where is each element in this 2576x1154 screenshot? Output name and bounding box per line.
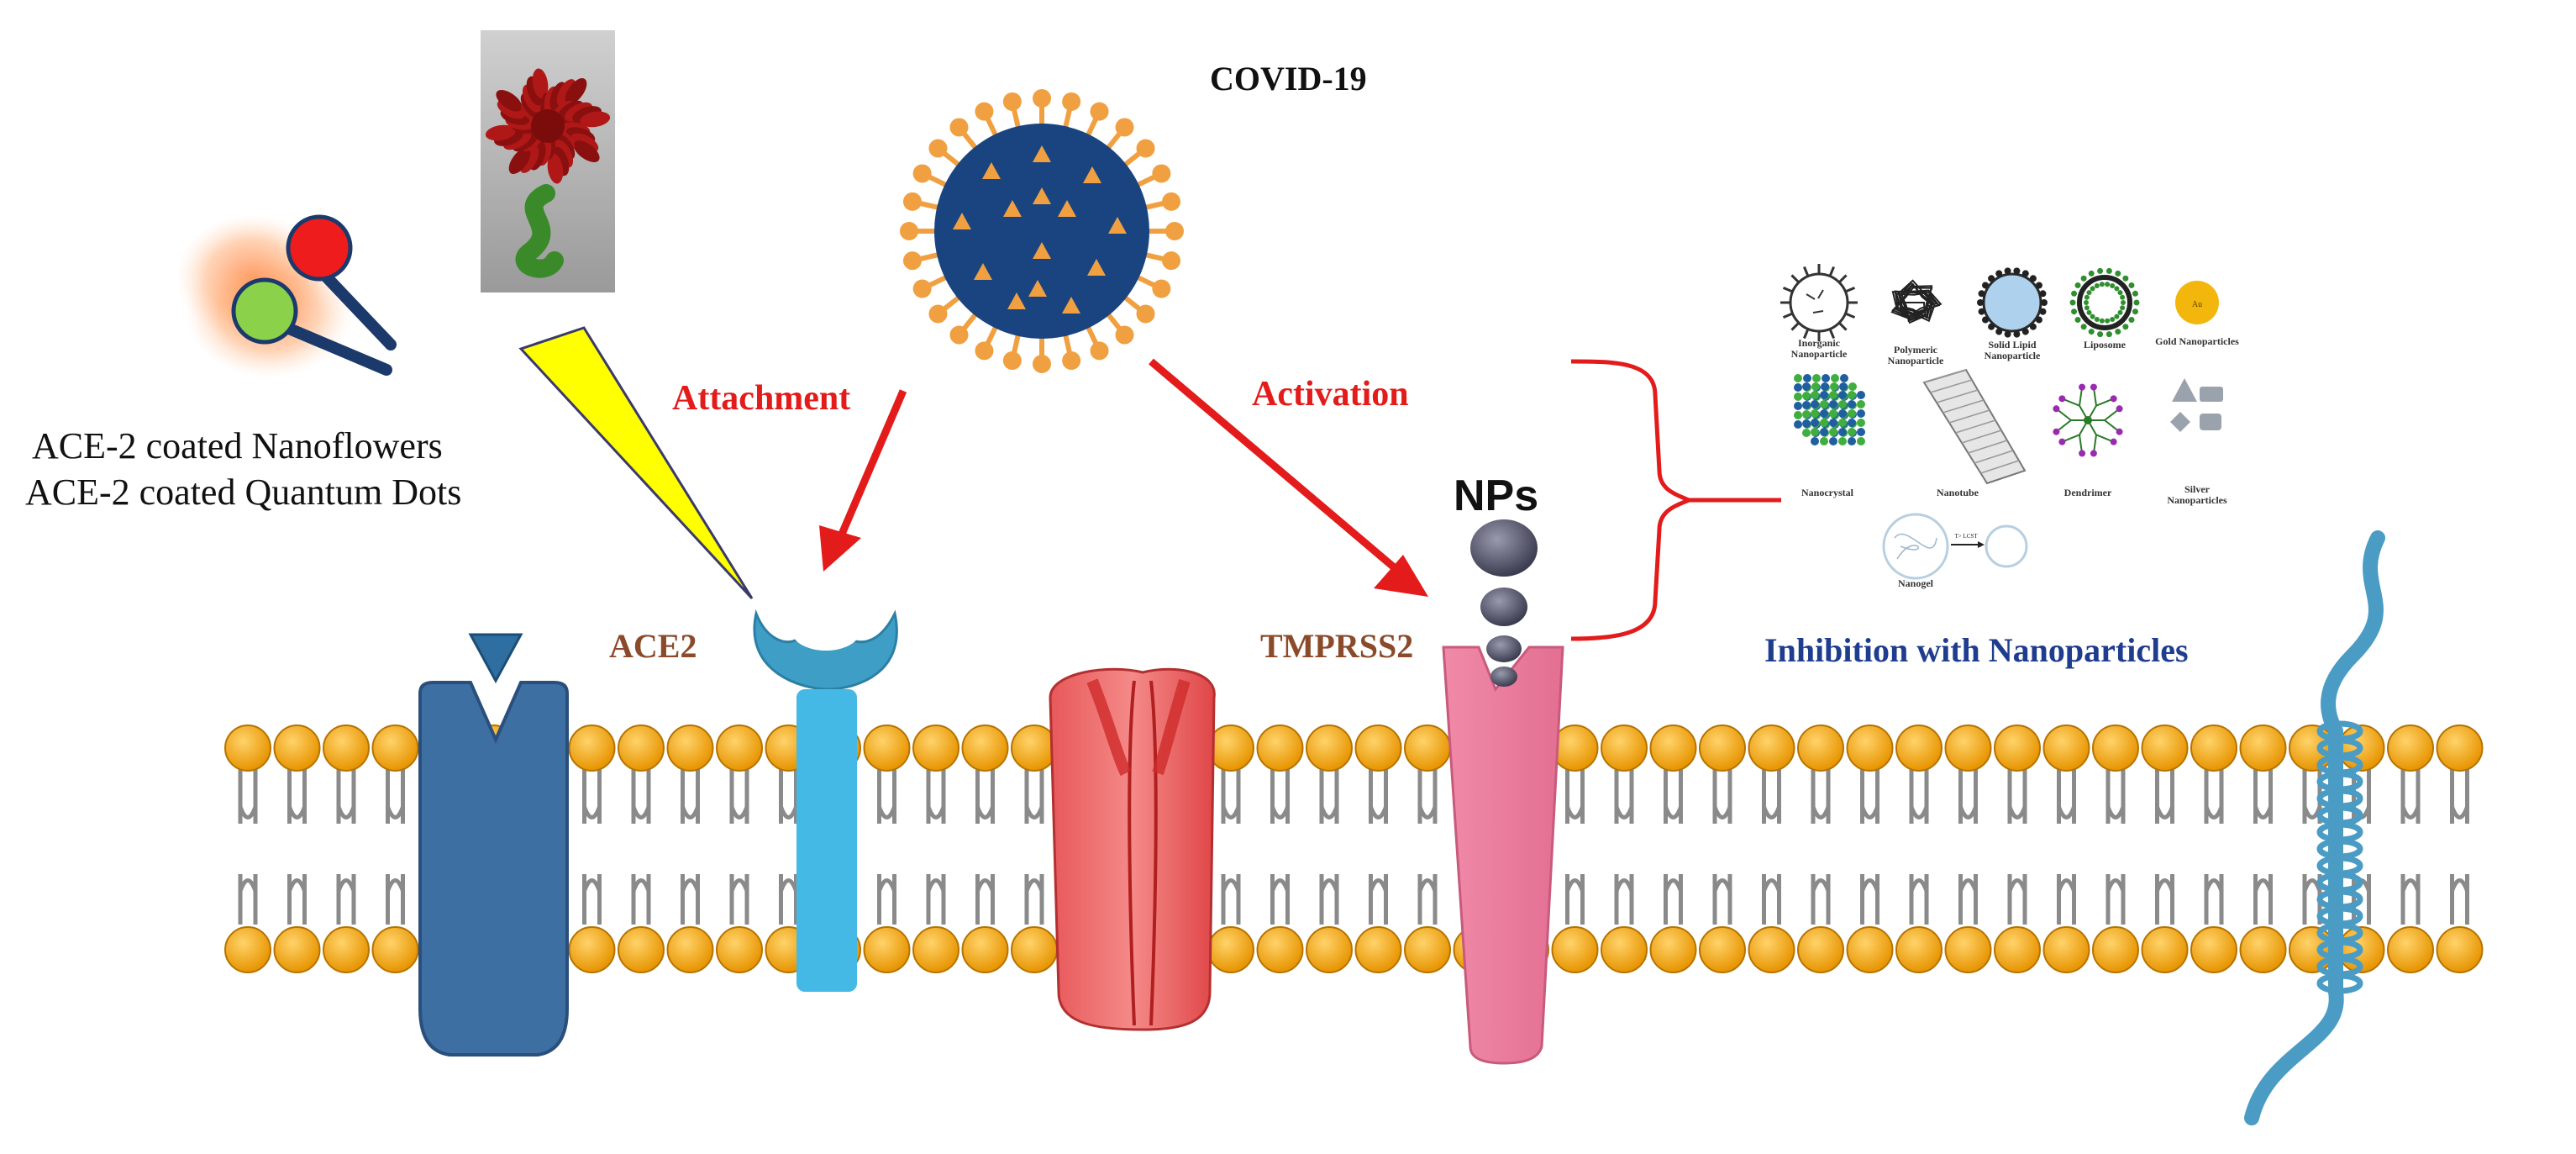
- quantum-dots: [176, 214, 397, 378]
- focus-cone: [518, 326, 754, 600]
- nanotube-icon: [1922, 368, 2027, 485]
- silver-nanoparticle-icon: [2170, 378, 2223, 432]
- ion-channel: [1049, 667, 1216, 1031]
- attachment-arrow: [819, 389, 907, 572]
- receptor-protein-dark: [418, 633, 569, 1057]
- tmprss2-label: TMPRSS2: [1260, 627, 1414, 665]
- activation-arrow: [1149, 358, 1428, 597]
- svg-text:Au: Au: [2192, 300, 2202, 309]
- nanogel-icon: T> LCST: [1882, 513, 2028, 580]
- activation-label: Activation: [1252, 375, 1409, 414]
- nanotube-caption: Nanotube: [1936, 487, 1979, 498]
- nanoflowers-label: ACE-2 coated Nanoflowers: [32, 425, 443, 466]
- nanoparticle-spheres: [1470, 519, 1538, 687]
- nanocrystal-icon: [1794, 374, 1865, 445]
- attachment-label: Attachment: [672, 379, 851, 418]
- ace2-receptor: [753, 609, 898, 992]
- gold-nanoparticle-icon: Au: [2175, 281, 2219, 324]
- nanoflower-image: [481, 30, 615, 292]
- nps-label: NPs: [1454, 472, 1539, 520]
- polymeric-caption: Polymeric Nanoparticle: [1887, 344, 1944, 366]
- gold-caption: Gold Nanoparticles: [2155, 335, 2239, 347]
- inorganic-caption: Inorganic Nanoparticle: [1790, 337, 1848, 360]
- ace2-label: ACE2: [609, 627, 697, 665]
- liposome-caption: Liposome: [2083, 339, 2126, 350]
- inorganic-nanoparticle-icon: [1780, 264, 1858, 341]
- quantum-dots-label: ACE-2 coated Quantum Dots: [25, 472, 462, 513]
- inhibition-label: Inhibition with Nanoparticles: [1764, 631, 2189, 669]
- solid-lipid-caption: Solid Lipid Nanoparticle: [1984, 339, 2041, 361]
- liposome-icon: [2069, 267, 2140, 338]
- polymeric-nanoparticle-icon: [1890, 279, 1943, 324]
- nanocrystal-caption: Nanocrystal: [1801, 487, 1853, 498]
- nanogel-caption: Nanogel: [1898, 577, 1933, 589]
- dendrimer-caption: Dendrimer: [2063, 487, 2112, 498]
- tmprss2-receptor: [1442, 646, 1564, 1065]
- dendrimer-icon: [2053, 383, 2123, 457]
- silver-caption: Silver Nanoparticles: [2167, 483, 2227, 506]
- nanoparticle-types-panel: Au T> LCST: [1780, 264, 2223, 580]
- covid-virus: [900, 89, 1184, 373]
- nanoparticle-bracket: [1570, 359, 1781, 641]
- svg-text:T> LCST: T> LCST: [1954, 533, 1978, 540]
- solid-lipid-nanoparticle-icon: [1977, 267, 2048, 338]
- transmembrane-helix: [2244, 530, 2385, 1125]
- covid-title: COVID-19: [1210, 60, 1367, 97]
